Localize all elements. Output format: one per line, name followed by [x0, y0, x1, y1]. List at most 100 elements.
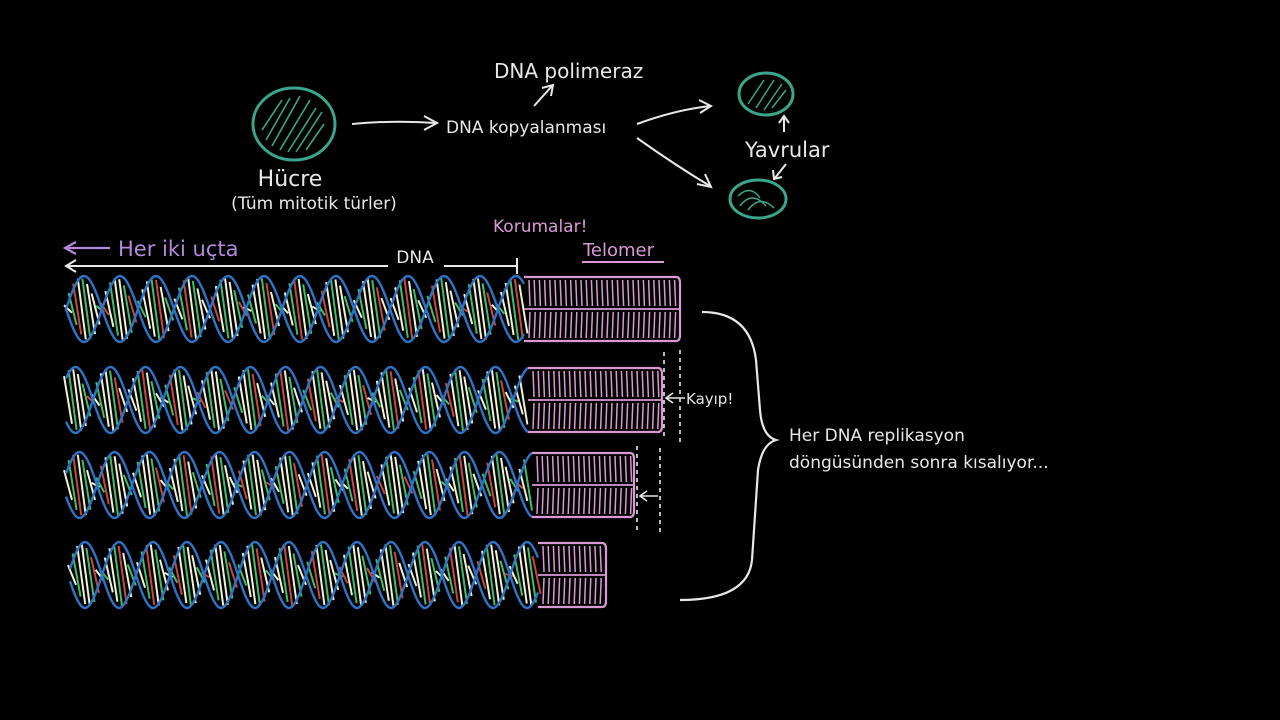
- telomere-repeat: [616, 279, 620, 307]
- telomere-repeat: [532, 402, 535, 430]
- base-pair: [210, 368, 221, 432]
- telomere-repeat: [568, 545, 571, 573]
- telomere-repeat: [590, 311, 594, 339]
- telomere-repeat: [567, 455, 570, 483]
- telomere-repeat: [533, 279, 536, 307]
- telomere-repeat: [580, 311, 583, 339]
- telomere-repeat: [558, 370, 561, 398]
- telomere-repeat: [603, 455, 607, 483]
- dna-strand-2: [63, 365, 664, 435]
- base-pair: [288, 376, 299, 424]
- telomere-repeat: [627, 279, 630, 307]
- telomere-repeat: [646, 370, 650, 398]
- telomere-repeat: [583, 455, 586, 483]
- telomere-repeat: [663, 279, 666, 307]
- base-pair: [214, 285, 225, 333]
- base-pair: [251, 284, 262, 334]
- telomere-repeat: [583, 487, 586, 515]
- telomere-repeat: [620, 370, 624, 398]
- telomere-repeat: [595, 279, 599, 307]
- base-pair: [384, 544, 395, 606]
- base-pair: [426, 454, 437, 516]
- telomere-repeat: [573, 545, 576, 573]
- telomere-repeat: [653, 311, 656, 339]
- telomere-repeat: [594, 402, 598, 430]
- base-pair: [481, 283, 492, 335]
- telomere-repeat: [601, 279, 604, 307]
- base-pair: [141, 455, 152, 515]
- telomere-repeat: [538, 279, 542, 307]
- base-pair: [324, 549, 335, 601]
- telomere-repeat: [542, 545, 545, 573]
- telomere-1: [524, 275, 682, 343]
- base-pair: [385, 456, 395, 514]
- telomere-repeat: [547, 545, 550, 573]
- telomere-repeat: [584, 370, 587, 398]
- base-pair: [63, 469, 73, 501]
- base-pair: [472, 278, 483, 340]
- base-pair: [362, 280, 372, 338]
- base-pair: [113, 377, 124, 423]
- telomere-repeat: [621, 311, 625, 339]
- base-pair: [247, 369, 257, 431]
- telomere-repeat: [616, 311, 620, 339]
- base-pair: [63, 304, 73, 314]
- telomere-repeat: [554, 311, 557, 339]
- base-pair: [385, 368, 395, 432]
- telomere-repeat: [614, 455, 617, 483]
- telomere-repeat: [624, 455, 628, 483]
- base-pair: [454, 369, 464, 431]
- telomere-label: Telomer: [582, 240, 655, 261]
- helix-backbone-a: [64, 450, 533, 520]
- base-pair: [458, 370, 469, 430]
- telomere-repeat: [557, 455, 560, 483]
- base-pair: [347, 546, 358, 604]
- base-pair: [104, 369, 115, 431]
- telomere-repeat: [627, 311, 630, 339]
- telomere-repeat: [572, 487, 576, 515]
- telomere-repeat: [547, 577, 550, 605]
- telomere-repeat: [653, 279, 656, 307]
- base-pair: [481, 550, 491, 600]
- base-pair: [426, 373, 437, 427]
- telomere-repeat: [564, 311, 568, 339]
- base-pair: [279, 369, 290, 431]
- telomere-repeat: [575, 311, 578, 339]
- base-pair: [421, 454, 432, 516]
- telomere-repeat: [658, 311, 661, 339]
- base-pair: [187, 277, 198, 341]
- base-pair: [527, 547, 537, 603]
- telomere-repeat: [577, 455, 581, 483]
- base-pair: [251, 454, 262, 516]
- base-pair: [425, 548, 436, 602]
- base-pair: [283, 543, 294, 607]
- base-pair: [256, 278, 267, 340]
- base-pair: [316, 368, 326, 432]
- base-pair: [109, 453, 119, 517]
- base-pair: [145, 544, 156, 606]
- base-pair: [76, 373, 87, 427]
- telomere-repeat: [629, 487, 633, 515]
- base-pair: [375, 287, 386, 331]
- base-pair: [389, 371, 400, 429]
- base-pair: [356, 547, 367, 603]
- base-pair: [362, 461, 372, 509]
- telomere-repeat: [568, 370, 572, 398]
- telomere-repeat: [636, 370, 639, 398]
- base-pair: [417, 370, 428, 430]
- telomere-repeat: [647, 279, 651, 307]
- helix-backbone-b: [64, 450, 533, 520]
- base-pairs: [63, 368, 529, 432]
- base-pair: [205, 371, 216, 429]
- telomere-repeat: [603, 487, 607, 515]
- base-pair: [348, 369, 359, 431]
- telomere-repeat: [605, 402, 608, 430]
- telomere-repeat: [599, 370, 603, 398]
- telomere-repeat: [541, 455, 544, 483]
- telomere-4: [538, 541, 608, 609]
- telomere-repeat: [562, 487, 565, 515]
- dna-strand-4: [67, 540, 608, 610]
- base-pair: [247, 454, 257, 516]
- telomere-repeat: [641, 370, 644, 398]
- lost-marker-2: [636, 446, 661, 532]
